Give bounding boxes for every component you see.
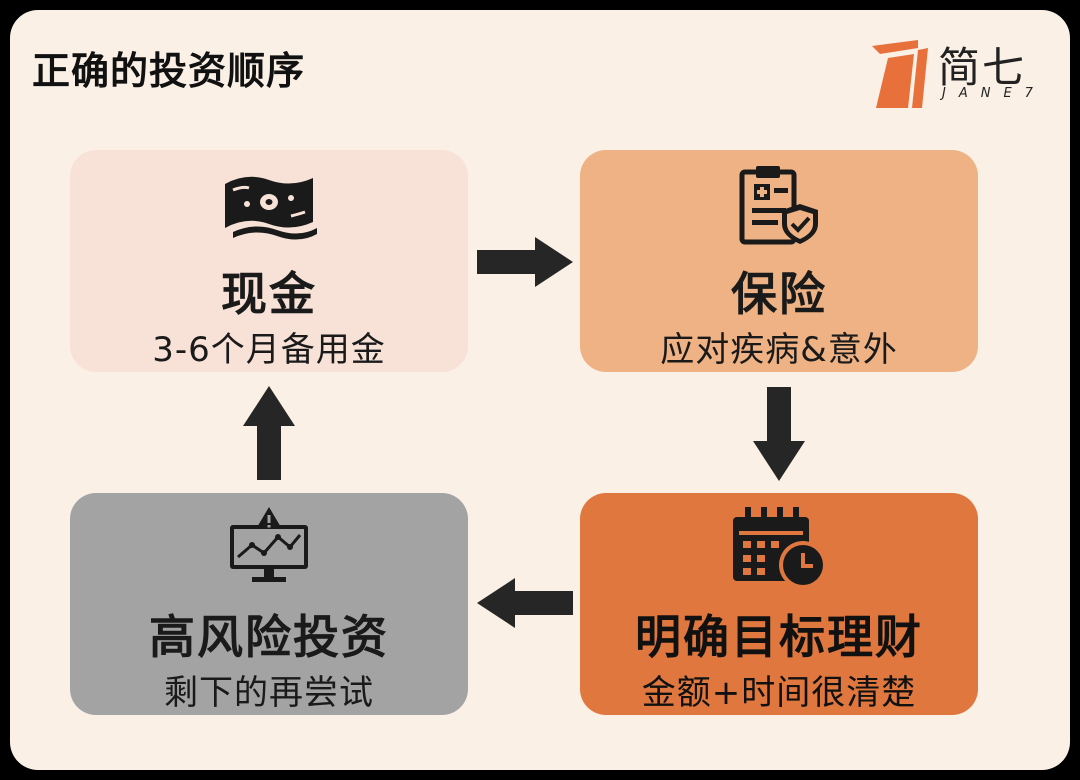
step-title-insurance: 保险 [731, 267, 827, 321]
arrow-down-icon [753, 387, 805, 481]
calendar-clock-icon [733, 507, 827, 589]
step-box-insurance: 保险 应对疾病&意外 [580, 150, 978, 372]
step-title-risk: 高风险投资 [149, 610, 389, 664]
step-title-cash: 现金 [221, 267, 317, 321]
step-subtitle-insurance: 应对疾病&意外 [660, 330, 898, 370]
arrow-left-icon [477, 578, 573, 628]
risk-chart-monitor-icon [230, 507, 308, 582]
step-box-goal: 明确目标理财 金额+时间很清楚 [580, 493, 978, 715]
step-title-goal: 明确目标理财 [635, 610, 923, 664]
page-title: 正确的投资顺序 [32, 49, 306, 93]
step-subtitle-goal: 金额+时间很清楚 [641, 673, 917, 713]
step-subtitle-risk: 剩下的再尝试 [164, 673, 374, 713]
diagram-frame: 正确的投资顺序 简七 JANE7 现金 3-6个月备用金 [10, 10, 1070, 770]
money-icon [225, 176, 317, 240]
brand-logo: 简七 JANE7 [868, 32, 1048, 112]
arrow-up-icon [243, 386, 295, 480]
insurance-clipboard-icon [739, 166, 818, 245]
logo-chinese-text: 简七 [938, 43, 1027, 92]
step-box-cash: 现金 3-6个月备用金 [70, 150, 468, 372]
logo-mark-icon [872, 40, 928, 108]
step-box-risk: 高风险投资 剩下的再尝试 [70, 493, 468, 715]
logo-english-text: JANE7 [942, 86, 1046, 101]
step-subtitle-cash: 3-6个月备用金 [152, 330, 386, 370]
arrow-right-icon [477, 237, 573, 287]
